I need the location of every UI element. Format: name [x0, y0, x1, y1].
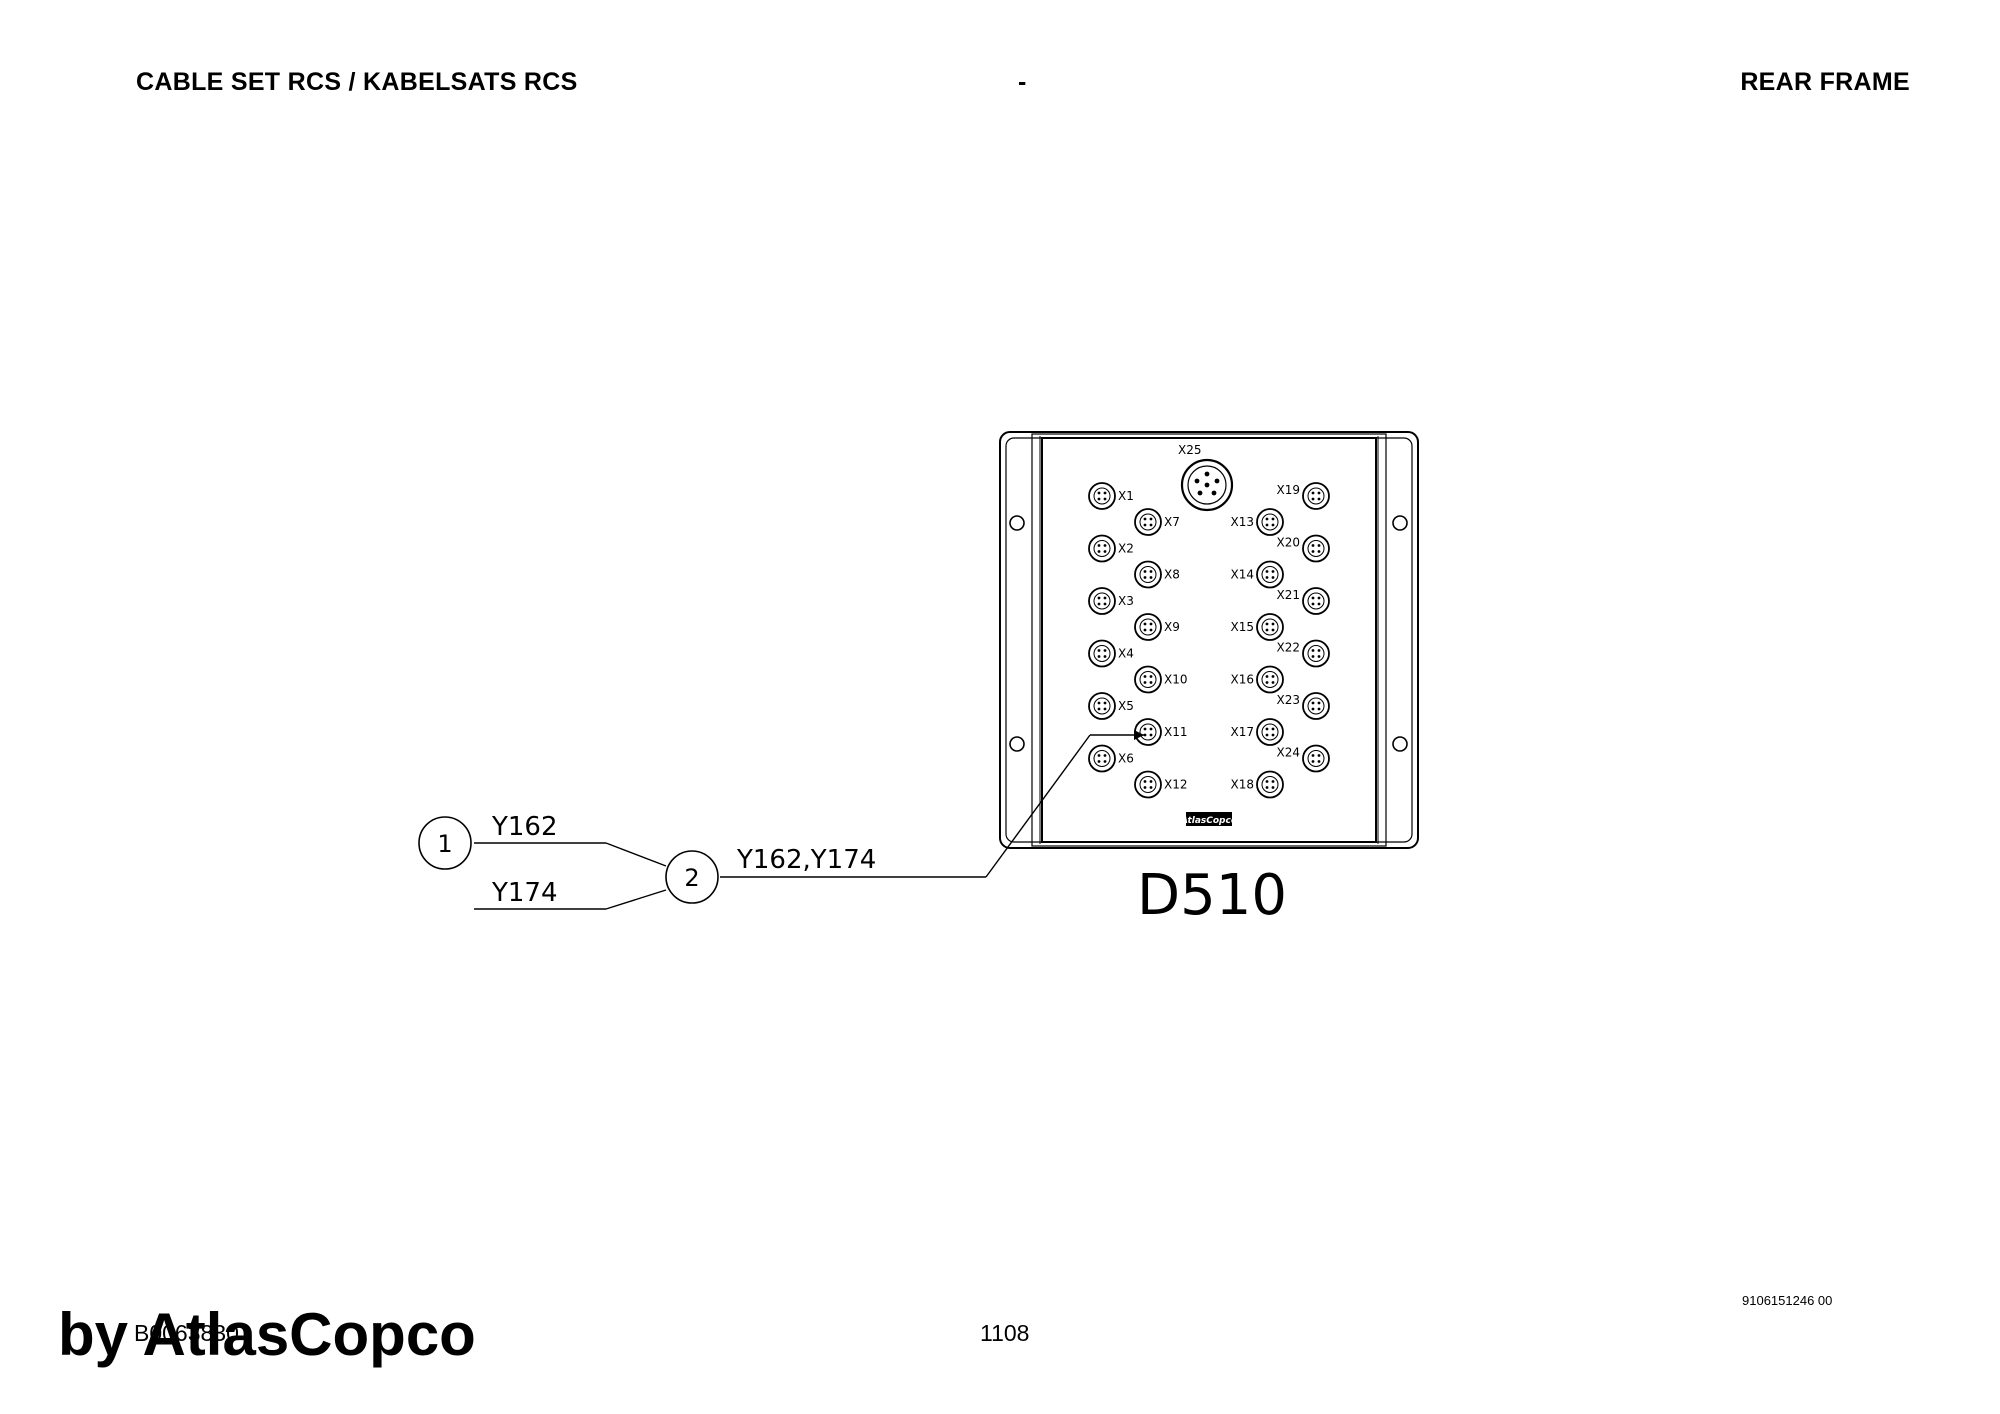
connector-x14: X14	[1231, 560, 1284, 589]
connector-label-x13: X13	[1231, 515, 1255, 529]
connector-x18: X18	[1231, 770, 1284, 799]
connector-label-x23: X23	[1277, 693, 1301, 707]
connector-label-x19: X19	[1277, 483, 1301, 497]
connector-label-x15: X15	[1231, 620, 1255, 634]
page-number: 1108	[980, 1320, 1030, 1346]
connector-x12: X12	[1134, 770, 1188, 799]
connector-x2: X2	[1088, 534, 1134, 563]
callout-label-2: 2	[684, 864, 699, 892]
connector-x23: X23	[1277, 692, 1330, 720]
d510-unit-housing	[999, 431, 1419, 849]
wire-label-combined: Y162,Y174	[736, 845, 876, 875]
connector-x8: X8	[1134, 560, 1180, 589]
connector-x4: X4	[1088, 639, 1134, 668]
connector-x13: X13	[1231, 508, 1284, 536]
header-title-center: -	[1018, 68, 1027, 96]
connector-x1: X1	[1088, 482, 1134, 510]
brand-watermark: by AtlasCopco	[58, 1301, 476, 1368]
connector-label-x3: X3	[1118, 594, 1134, 608]
connector-label-x10: X10	[1164, 673, 1188, 687]
connector-x5: X5	[1088, 692, 1134, 720]
connector-x22: X22	[1277, 639, 1330, 668]
wire-arrowhead	[1134, 730, 1144, 740]
connector-x25: X25	[1178, 443, 1234, 512]
wire-lines	[474, 734, 1144, 910]
header-title-left: CABLE SET RCS / KABELSATS RCS	[136, 68, 578, 96]
connector-x19: X19	[1277, 482, 1330, 510]
connector-label-x14: X14	[1231, 568, 1255, 582]
connector-label-x20: X20	[1277, 536, 1301, 550]
connector-x7: X7	[1134, 508, 1180, 536]
connector-label-x21: X21	[1277, 588, 1301, 602]
connector-label-x12: X12	[1164, 778, 1188, 792]
connector-x15: X15	[1231, 613, 1284, 641]
wire-label-y174: Y174	[491, 878, 558, 908]
unit-logo-block	[1186, 812, 1232, 826]
connector-x11: X11	[1134, 718, 1188, 746]
callout-label-1: 1	[437, 830, 452, 858]
connector-label-x24: X24	[1277, 746, 1301, 760]
connector-label-x9: X9	[1164, 620, 1180, 634]
connector-array: X1X2X3X4X5X6X7X8X9X10X11X12X13X14X15X16X…	[1088, 482, 1330, 799]
connector-x24: X24	[1277, 744, 1330, 773]
connector-x3: X3	[1088, 587, 1134, 615]
unit-label-d510: D510	[1137, 863, 1287, 928]
connector-label-x6: X6	[1118, 752, 1134, 766]
connector-label-x8: X8	[1164, 568, 1180, 582]
header-title-right: REAR FRAME	[1740, 68, 1910, 96]
connector-label-x5: X5	[1118, 699, 1134, 713]
connector-label-x25: X25	[1178, 443, 1202, 457]
connector-x6: X6	[1088, 744, 1134, 773]
connector-label-x17: X17	[1231, 725, 1255, 739]
connector-x20: X20	[1277, 534, 1330, 563]
connector-x17: X17	[1231, 718, 1284, 746]
callout-circle-2	[665, 850, 719, 904]
callout-circle-1	[418, 816, 472, 870]
drawing-code: B0063830	[134, 1320, 239, 1346]
wire-label-y162: Y162	[491, 812, 558, 842]
unit-logo-text: AtlasCopco	[1180, 816, 1237, 826]
connector-label-x11: X11	[1164, 725, 1188, 739]
connector-x9: X9	[1134, 613, 1180, 641]
connector-label-x2: X2	[1118, 542, 1134, 556]
document-number: 9106151246 00	[1742, 1293, 1833, 1308]
connector-x16: X16	[1231, 665, 1284, 694]
connector-label-x18: X18	[1231, 778, 1255, 792]
connector-x21: X21	[1277, 587, 1330, 615]
connector-x10: X10	[1134, 665, 1188, 694]
connector-label-x22: X22	[1277, 641, 1301, 655]
connector-label-x16: X16	[1231, 673, 1255, 687]
connector-label-x4: X4	[1118, 647, 1134, 661]
connector-label-x7: X7	[1164, 515, 1180, 529]
connector-label-x1: X1	[1118, 489, 1134, 503]
